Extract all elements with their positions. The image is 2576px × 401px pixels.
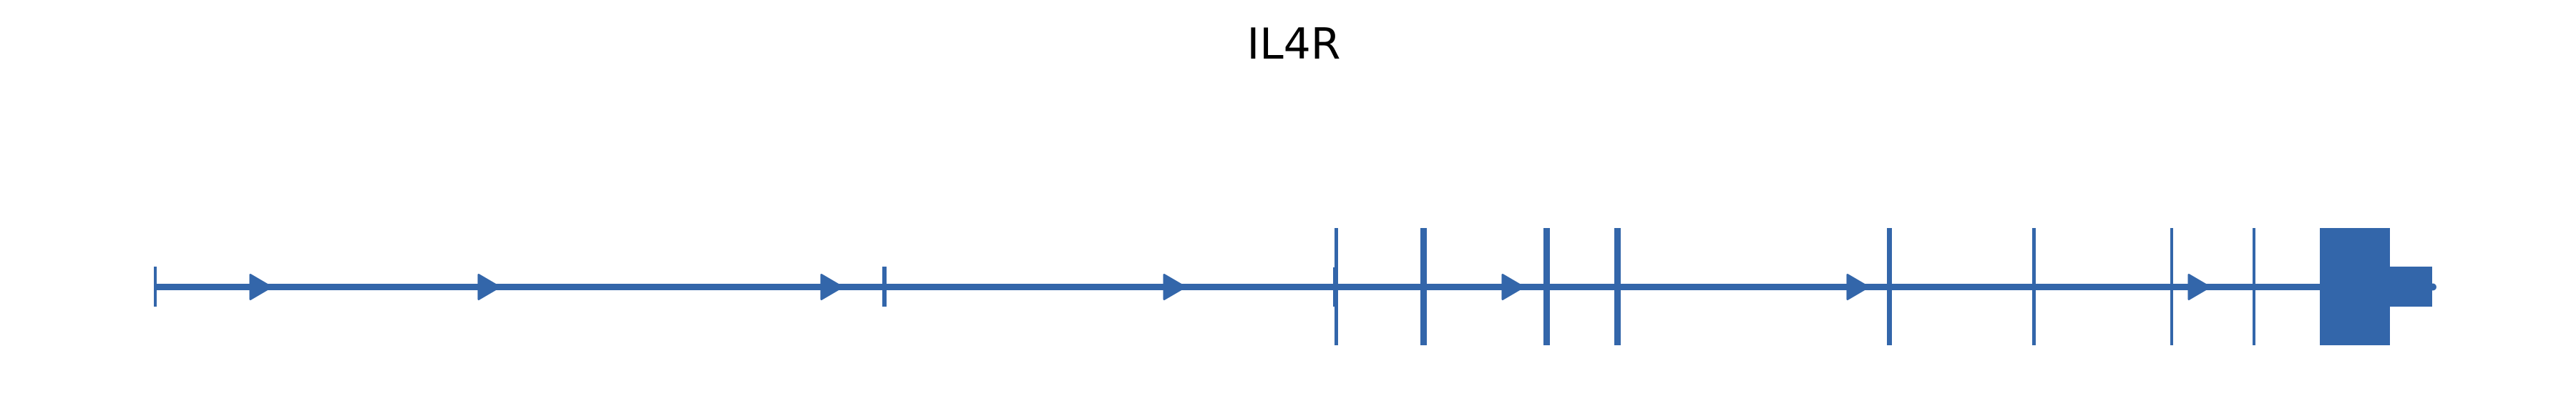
strand-arrow-icon xyxy=(1846,274,1870,300)
strand-arrow-icon xyxy=(249,274,273,300)
intron-line xyxy=(155,284,2434,290)
exon-coding xyxy=(1614,228,1621,345)
exon-coding-last xyxy=(2320,228,2390,345)
strand-arrow-icon xyxy=(2187,274,2211,300)
exon-coding xyxy=(1420,228,1427,345)
strand-arrow-icon xyxy=(477,274,501,300)
exon-coding xyxy=(2032,228,2036,345)
exon-utr xyxy=(1333,267,1338,307)
exon-utr xyxy=(882,267,887,307)
strand-arrow-icon xyxy=(1163,274,1186,300)
exon-coding xyxy=(2170,228,2173,345)
exon-coding xyxy=(1887,228,1892,345)
exon-utr-3prime xyxy=(2390,267,2432,307)
exon-utr xyxy=(154,267,157,307)
strand-arrow-icon xyxy=(1501,274,1525,300)
exon-coding xyxy=(2253,228,2255,345)
strand-arrow-icon xyxy=(820,274,844,300)
exon-coding xyxy=(1543,228,1550,345)
gene-title: IL4R xyxy=(1246,19,1341,69)
